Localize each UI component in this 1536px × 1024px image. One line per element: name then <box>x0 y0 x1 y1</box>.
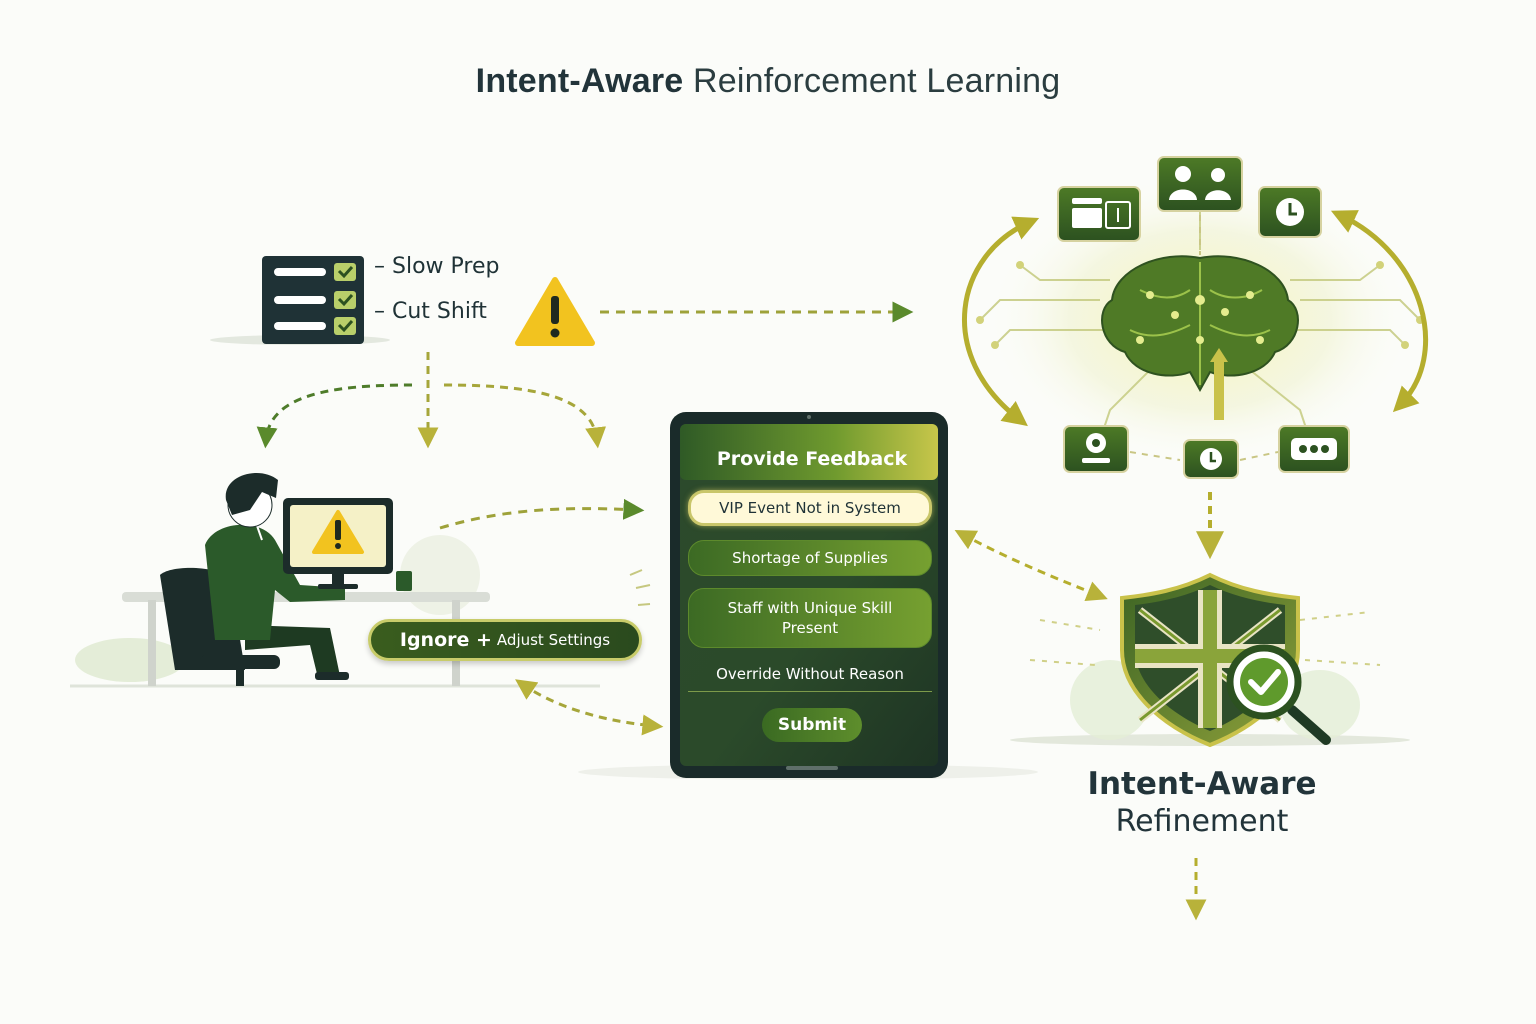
message-dots-icon <box>1278 425 1350 473</box>
checklist-icon <box>210 256 390 345</box>
magnifier-check-icon <box>1226 644 1331 745</box>
refinement-line2: Refinement <box>1115 804 1289 839</box>
title-rest: Reinforcement Learning <box>693 62 1061 100</box>
alert-cut-shift: – Cut Shift <box>374 299 487 324</box>
warning-icon <box>515 277 595 346</box>
ignore-label: Ignore + <box>399 629 492 651</box>
page-title: Intent-Aware Reinforcement Learning <box>0 62 1536 101</box>
feedback-title: Provide Feedback <box>716 448 908 470</box>
option-shortage-supplies[interactable]: Shortage of Supplies <box>688 540 932 576</box>
alert-slow-prep: – Slow Prep <box>374 254 500 279</box>
branch-arrows <box>256 352 607 449</box>
option-vip-event[interactable]: VIP Event Not in System <box>688 490 932 526</box>
arrow-tablet-shield <box>954 530 1108 602</box>
refinement-line1: Intent-Aware <box>1087 766 1317 802</box>
clock-icon <box>1183 439 1239 479</box>
brain-cluster <box>976 170 1424 470</box>
feedback-form: Provide Feedback VIP Event Not in System… <box>688 430 936 750</box>
adjust-settings-label: Adjust Settings <box>496 631 611 649</box>
submit-button[interactable]: Submit <box>762 708 862 742</box>
option-staff-unique-skill[interactable]: Staff with Unique Skill Present <box>688 588 932 648</box>
ignore-adjust-settings-button[interactable]: Ignore + Adjust Settings <box>368 619 642 661</box>
user-at-desk-illustration <box>70 472 600 688</box>
shield-check-icon <box>1010 572 1410 748</box>
folder-icon <box>1057 186 1141 242</box>
cycle-arrows <box>962 210 1429 427</box>
arrow-ignore-tablet <box>515 679 664 736</box>
refinement-label: Intent-Aware Refinement <box>1032 766 1372 839</box>
webcam-icon <box>1063 425 1129 473</box>
clock-icon <box>1258 186 1322 238</box>
arrow-to-tablet <box>439 498 645 530</box>
option-override-without-reason[interactable]: Override Without Reason <box>688 656 932 692</box>
connector-lines <box>1129 215 1279 461</box>
motion-dashes <box>629 569 651 606</box>
users-icon <box>1157 156 1243 212</box>
title-bold: Intent-Aware <box>475 62 684 100</box>
